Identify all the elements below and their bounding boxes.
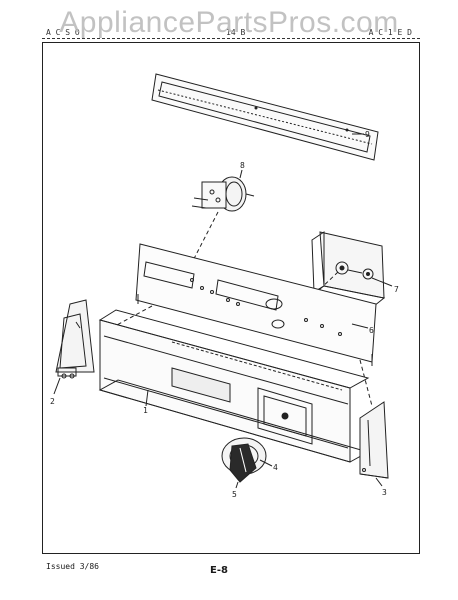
part-1-control-panel[interactable]: [98, 309, 370, 463]
callout-4: 4: [273, 463, 278, 472]
callout-7: 7: [394, 285, 399, 294]
header-left: A C S O: [46, 28, 80, 37]
part-3-right-end-cap[interactable]: [359, 401, 389, 479]
leader-5: [235, 481, 239, 489]
footer-page-number: E-8: [210, 565, 228, 576]
part-9-top-panel[interactable]: [151, 73, 379, 161]
part-7-timer[interactable]: [311, 231, 386, 307]
callout-1: 1: [143, 406, 148, 415]
callout-2: 2: [50, 397, 55, 406]
header-rule: [42, 38, 420, 39]
leader-3: [375, 477, 383, 487]
leader-4: [259, 459, 273, 467]
leader-2: [53, 377, 61, 395]
part-2-left-end-cap[interactable]: [55, 299, 95, 379]
dashed-guide-6b: [359, 359, 373, 407]
leader-8: [239, 169, 243, 179]
leader-7: [371, 277, 393, 287]
callout-3: 3: [382, 488, 387, 497]
callout-9: 9: [365, 130, 370, 139]
watermark: AppliancePartsPros.com: [59, 6, 399, 39]
part-5-knob[interactable]: [229, 443, 257, 483]
header-right: A C 1 E D: [368, 28, 412, 37]
leader-6: [351, 323, 369, 329]
part-6-bracket[interactable]: [135, 243, 377, 366]
footer-issued: Issued 3/86: [46, 562, 99, 571]
leader-1: [145, 389, 149, 407]
part-8-switch[interactable]: [191, 176, 255, 212]
diagram-frame: [42, 42, 420, 554]
header-middle: 14 B: [226, 28, 246, 37]
callout-8: 8: [240, 161, 245, 170]
callout-5: 5: [232, 490, 237, 499]
exploded-parts-diagram: 9 8 7: [50, 73, 399, 499]
callout-6: 6: [369, 326, 374, 335]
